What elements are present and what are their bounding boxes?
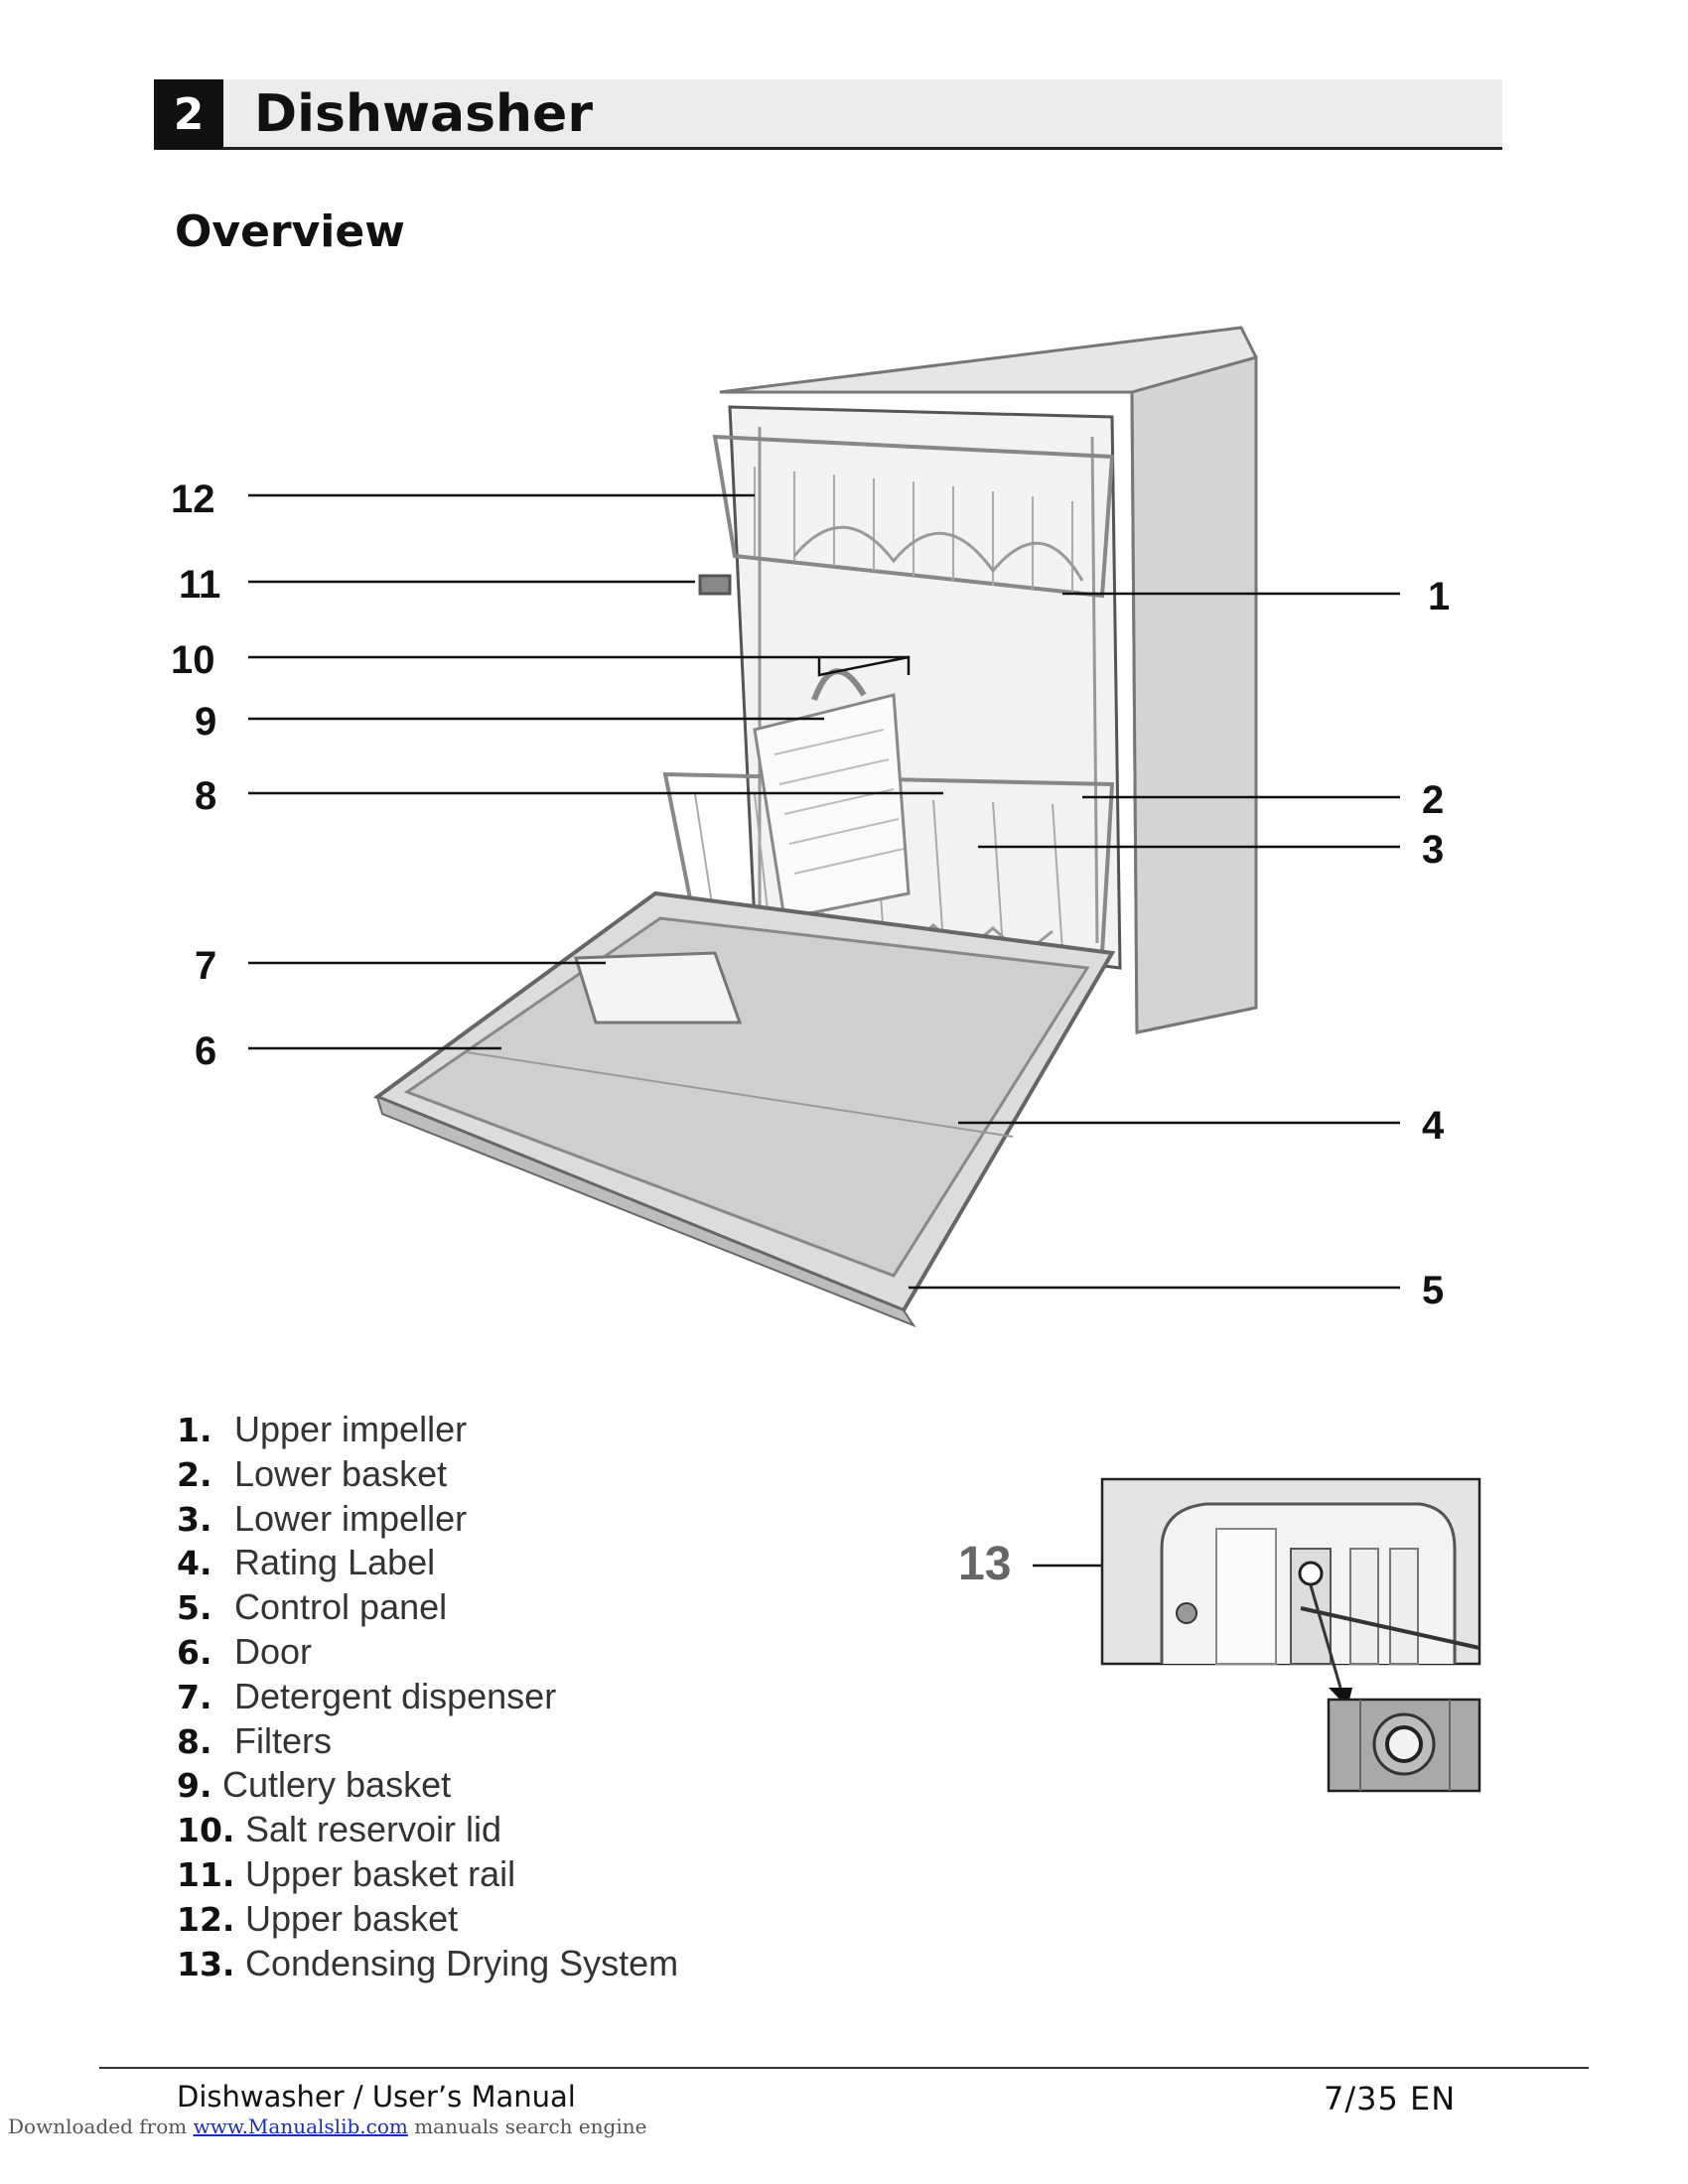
callout-1: 1: [1428, 575, 1450, 618]
parts-legend: 1.Upper impeller 2.Lower basket 3.Lower …: [177, 1408, 678, 1985]
chapter-header-rule: [154, 147, 1502, 150]
legend-item: 13. Condensing Drying System: [177, 1942, 678, 1986]
legend-item: 6.Door: [177, 1630, 678, 1675]
dishwasher-diagram: 12 11 10 9 8 7 6 1 2 3 4 5: [149, 288, 1460, 1330]
legend-item: 8.Filters: [177, 1719, 678, 1764]
callout-11: 11: [179, 563, 220, 607]
section-title: Overview: [175, 206, 405, 257]
footer-rule: [99, 2067, 1589, 2069]
callout-10: 10: [171, 638, 215, 682]
callout-9: 9: [195, 700, 216, 744]
download-note-prefix: Downloaded from: [8, 2115, 187, 2138]
callout-2: 2: [1422, 778, 1444, 822]
callout-6: 6: [195, 1029, 216, 1073]
footer-page-number: 7/35 EN: [1324, 2080, 1456, 2117]
legend-item: 12. Upper basket: [177, 1897, 678, 1942]
callout-5: 5: [1422, 1269, 1444, 1312]
manualslib-link[interactable]: www.Manualslib.com: [194, 2115, 408, 2138]
language-code: EN: [1410, 2080, 1456, 2117]
callout-3: 3: [1422, 828, 1444, 872]
legend-item: 11. Upper basket rail: [177, 1852, 678, 1897]
legend-item: 4.Rating Label: [177, 1541, 678, 1585]
download-note-suffix: manuals search engine: [414, 2115, 646, 2138]
legend-item: 10. Salt reservoir lid: [177, 1808, 678, 1852]
callout-8: 8: [195, 774, 216, 818]
condensing-system-inset: [953, 1469, 1489, 1797]
callout-4: 4: [1422, 1104, 1445, 1148]
legend-item: 2.Lower basket: [177, 1452, 678, 1497]
callout-7: 7: [195, 944, 216, 988]
callout-12: 12: [171, 478, 215, 521]
legend-item: 5.Control panel: [177, 1585, 678, 1630]
page-number: 7/35: [1324, 2080, 1399, 2117]
legend-item: 3.Lower impeller: [177, 1497, 678, 1542]
legend-item: 1.Upper impeller: [177, 1408, 678, 1452]
download-note: Downloaded from www.Manualslib.com manua…: [8, 2115, 646, 2138]
footer-manual-title: Dishwasher / User’s Manual: [177, 2080, 576, 2114]
legend-item: 7.Detergent dispenser: [177, 1675, 678, 1719]
dishwasher-illustration: [377, 328, 1256, 1325]
legend-item: 9. Cutlery basket: [177, 1763, 678, 1808]
chapter-number: 2: [154, 79, 223, 149]
chapter-title: Dishwasher: [254, 81, 593, 147]
